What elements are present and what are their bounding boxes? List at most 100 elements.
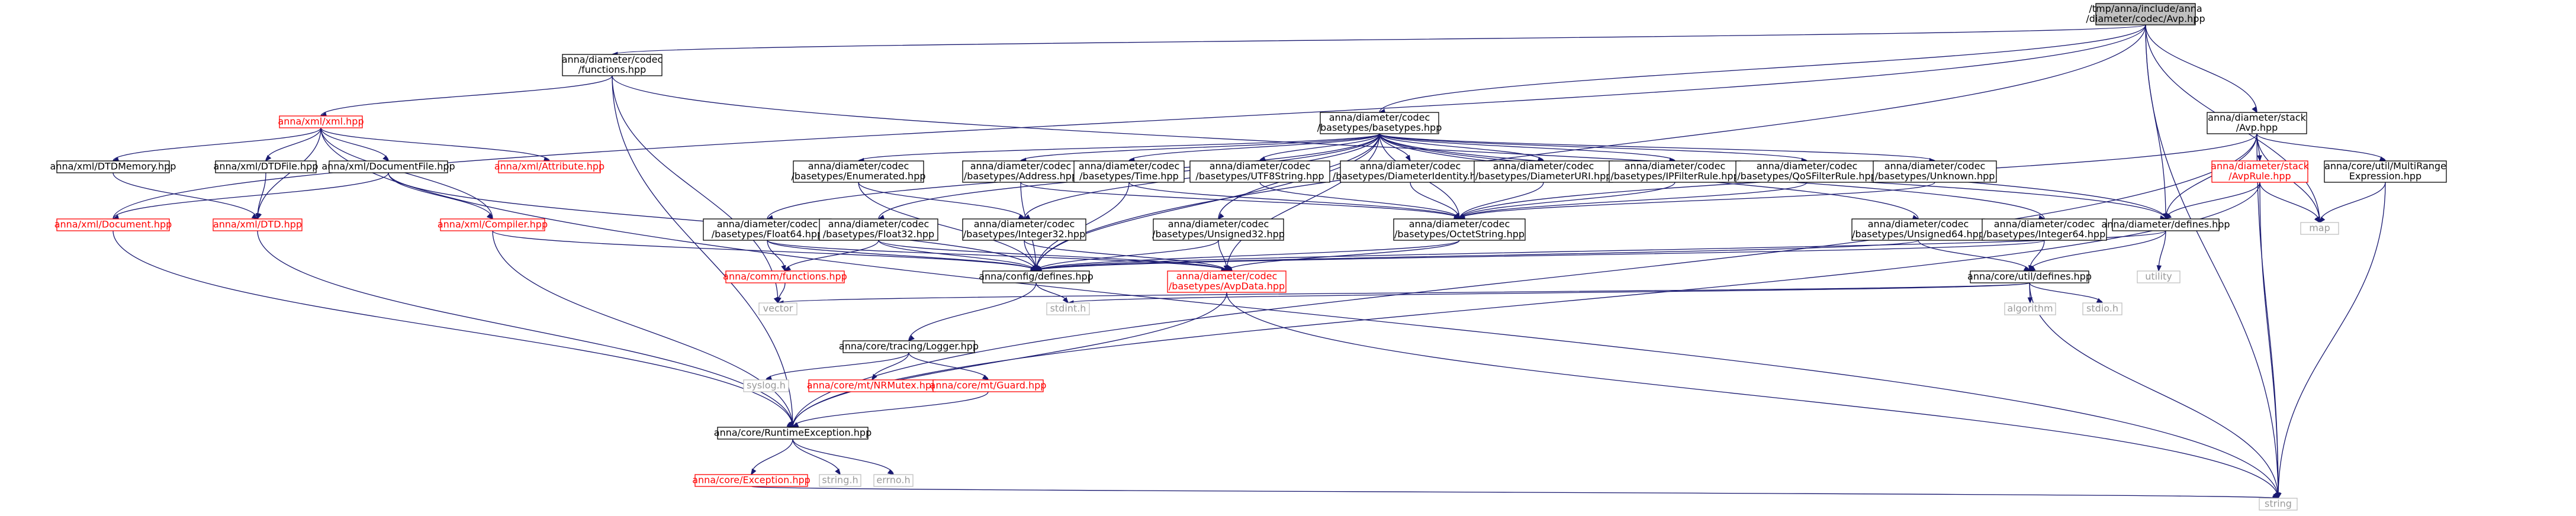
node-box bbox=[1393, 218, 1526, 241]
edge-arrowhead bbox=[787, 421, 793, 428]
node-box bbox=[725, 270, 845, 283]
edge-arrowhead bbox=[908, 335, 915, 341]
node-label-line: /basetypes/Unsigned64.hpp bbox=[1852, 228, 1985, 240]
node-commfunctions[interactable]: anna/comm/functions.hpp bbox=[723, 270, 847, 283]
node-label-line: anna/diameter/defines.hpp bbox=[2101, 219, 2230, 230]
node-label-line: anna/xml/Attribute.hpp bbox=[494, 161, 604, 172]
node-basetypes[interactable]: anna/diameter/codec/basetypes/basetypes.… bbox=[1317, 112, 1442, 134]
node-dtdmemory[interactable]: anna/xml/DTDMemory.hpp bbox=[50, 160, 176, 173]
edge-float32-to-commfunctions bbox=[784, 240, 879, 272]
node-stdio: stdio.h bbox=[2082, 302, 2122, 315]
node-label-line: string.h bbox=[822, 475, 858, 486]
node-root[interactable]: /tmp/anna/include/anna/diameter/codec/Av… bbox=[2086, 3, 2205, 25]
node-box bbox=[440, 218, 545, 231]
node-diamdefines[interactable]: anna/diameter/defines.hpp bbox=[2101, 218, 2230, 231]
node-diamuri[interactable]: anna/diameter/codec/basetypes/DiameterUR… bbox=[1474, 160, 1613, 183]
node-label-line: anna/core/mt/NRMutex.hpp bbox=[807, 380, 937, 391]
node-label-line: anna/comm/functions.hpp bbox=[723, 271, 847, 282]
node-configdefines[interactable]: anna/config/defines.hpp bbox=[979, 270, 1094, 283]
edge-root-to-functions bbox=[611, 24, 2146, 57]
node-dtd[interactable]: anna/xml/DTD.hpp bbox=[213, 218, 303, 231]
edge-line bbox=[1226, 292, 2279, 499]
edge-line bbox=[1035, 240, 1219, 272]
node-utildefines[interactable]: anna/core/util/defines.hpp bbox=[1967, 270, 2092, 283]
node-avpdata[interactable]: anna/diameter/codec/basetypes/AvpData.hp… bbox=[1167, 270, 1287, 293]
node-functions[interactable]: anna/diameter/codec/functions.hpp bbox=[562, 54, 663, 76]
edge-line bbox=[492, 230, 793, 428]
node-float32[interactable]: anna/diameter/codec/basetypes/Float32.hp… bbox=[819, 218, 938, 241]
edge-basetypes-to-time bbox=[1128, 133, 1380, 163]
node-documentfile[interactable]: anna/xml/DocumentFile.hpp bbox=[321, 160, 455, 173]
edge-integer32-to-configdefines bbox=[1024, 240, 1038, 272]
edge-root-to-string bbox=[2145, 24, 2280, 499]
node-label-line: anna/core/util/defines.hpp bbox=[1967, 271, 2092, 282]
node-label-line: anna/diameter/codec bbox=[1868, 218, 1969, 230]
node-compiler[interactable]: anna/xml/Compiler.hpp bbox=[438, 218, 548, 231]
node-address[interactable]: anna/diameter/codec/basetypes/Address.hp… bbox=[962, 160, 1079, 183]
node-xml[interactable]: anna/xml/xml.hpp bbox=[278, 115, 364, 128]
edge-line bbox=[320, 75, 613, 117]
edge-line bbox=[492, 230, 1037, 272]
edge-line bbox=[792, 438, 894, 475]
node-logger[interactable]: anna/core/tracing/Logger.hpp bbox=[839, 340, 979, 353]
node-document[interactable]: anna/xml/Document.hpp bbox=[54, 218, 172, 231]
node-label-line: /basetypes/AvpData.hpp bbox=[1169, 280, 1285, 292]
edge-root-to-document bbox=[112, 24, 2146, 221]
node-box bbox=[2137, 270, 2181, 283]
node-unsigned32[interactable]: anna/diameter/codec/basetypes/Unsigned32… bbox=[1152, 218, 1285, 241]
node-nrmutex[interactable]: anna/core/mt/NRMutex.hpp bbox=[807, 379, 937, 392]
node-float64[interactable]: anna/diameter/codec/basetypes/Float64.hp… bbox=[703, 218, 832, 241]
node-label-line: /basetypes/Float64.hpp bbox=[712, 228, 823, 240]
node-enumerated[interactable]: anna/diameter/codec/basetypes/Enumerated… bbox=[791, 160, 926, 183]
node-box bbox=[213, 218, 303, 231]
node-dtdfile[interactable]: anna/xml/DTDFile.hpp bbox=[214, 160, 319, 173]
edge-logger-to-guard bbox=[908, 352, 989, 380]
node-exception[interactable]: anna/core/Exception.hpp bbox=[692, 474, 811, 487]
node-label-line: /diameter/codec/Avp.hpp bbox=[2086, 13, 2205, 24]
edge-unsigned32-to-avpdata bbox=[1218, 240, 1228, 272]
node-label-line: anna/diameter/codec bbox=[1884, 160, 1986, 172]
node-box bbox=[694, 474, 808, 487]
node-diamident[interactable]: anna/diameter/codec/basetypes/DiameterId… bbox=[1333, 160, 1488, 183]
node-ipfilter[interactable]: anna/diameter/codec/basetypes/IPFilterRu… bbox=[1609, 160, 1741, 183]
node-label-line: /basetypes/UTF8String.hpp bbox=[1195, 170, 1324, 182]
edge-arrowhead bbox=[2165, 213, 2172, 220]
nodes-layer: /tmp/anna/include/anna/diameter/codec/Av… bbox=[50, 3, 2447, 511]
node-integer32[interactable]: anna/diameter/codec/basetypes/Integer32.… bbox=[962, 218, 1086, 241]
node-octetstring[interactable]: anna/diameter/codec/basetypes/OctetStrin… bbox=[1393, 218, 1526, 241]
edge-line bbox=[2319, 182, 2386, 223]
node-avprule[interactable]: anna/diameter/stack/AvpRule.hpp bbox=[2211, 160, 2310, 183]
node-time[interactable]: anna/diameter/codec/basetypes/Time.hpp bbox=[1073, 160, 1185, 183]
edge-line bbox=[1226, 240, 1460, 272]
node-unknown[interactable]: anna/diameter/codec/basetypes/Unknown.hp… bbox=[1873, 160, 1997, 183]
node-label-line: errno.h bbox=[876, 475, 910, 486]
node-attribute[interactable]: anna/xml/Attribute.hpp bbox=[494, 160, 604, 173]
node-box bbox=[962, 160, 1079, 183]
edge-octetstring-to-configdefines bbox=[1035, 240, 1460, 273]
edge-line bbox=[1067, 282, 2030, 304]
node-integer64[interactable]: anna/diameter/codec/basetypes/Integer64.… bbox=[1982, 218, 2107, 241]
node-qosfilter[interactable]: anna/diameter/codec/basetypes/QoSFilterR… bbox=[1735, 160, 1879, 183]
edge-functions-to-vector bbox=[612, 75, 779, 304]
edge-arrowhead bbox=[751, 468, 757, 476]
edge-line bbox=[1128, 133, 1380, 162]
edge-xml-to-documentfile bbox=[320, 127, 389, 162]
edge-arrowhead bbox=[1454, 212, 1460, 220]
edge-arrowhead bbox=[835, 468, 841, 476]
node-label-line: anna/diameter/codec bbox=[1329, 112, 1430, 123]
edge-basetypes-to-address bbox=[1020, 133, 1380, 163]
node-guard[interactable]: anna/core/mt/Guard.hpp bbox=[930, 379, 1047, 392]
edge-diamdefines-to-utility bbox=[2156, 230, 2166, 272]
edge-line bbox=[792, 292, 1227, 428]
node-label-line: anna/diameter/stack bbox=[2211, 160, 2309, 172]
edge-line bbox=[2029, 230, 2166, 272]
node-utf8[interactable]: anna/diameter/codec/basetypes/UTF8String… bbox=[1189, 160, 1330, 183]
node-label-line: anna/xml/xml.hpp bbox=[278, 116, 364, 127]
edge-stackavp-to-multirange bbox=[2256, 133, 2387, 162]
node-stackavp[interactable]: anna/diameter/stack/Avp.hpp bbox=[2207, 112, 2307, 134]
edge-basetypes-to-ipfilter bbox=[1379, 133, 1676, 163]
node-runtimeexc[interactable]: anna/core/RuntimeException.hpp bbox=[714, 427, 871, 440]
edge-dtdmemory-to-dtd bbox=[112, 172, 259, 220]
node-unsigned64[interactable]: anna/diameter/codec/basetypes/Unsigned64… bbox=[1851, 218, 1985, 241]
